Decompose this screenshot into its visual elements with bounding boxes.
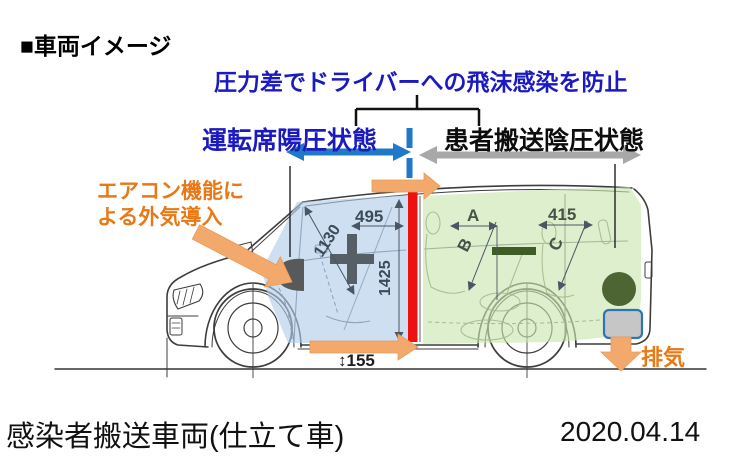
driver-zone-label: 運転席陽圧状態	[202, 127, 378, 155]
partition-bar	[408, 190, 418, 342]
patient-zone-arrow	[419, 146, 641, 164]
exhaust-port	[602, 308, 644, 340]
patient-zone-label: 患者搬送陰圧状態	[444, 127, 645, 155]
air-intake-label-line2: よる外気導入	[97, 206, 223, 229]
footer-date: 2020.04.14	[560, 416, 701, 447]
dim-rear-width: 415	[548, 205, 576, 224]
air-intake-arrow	[191, 224, 293, 288]
roof-airflow-arrow	[371, 172, 441, 200]
dim-seat-a: A	[467, 206, 479, 225]
air-intake-label-line1: エアコン機能に	[97, 180, 244, 203]
air-intake-label: エアコン機能に よる外気導入	[97, 179, 244, 231]
partition-vent-bar	[492, 247, 536, 255]
exhaust-label: 排気	[641, 345, 686, 370]
callout-bracket	[354, 95, 481, 126]
airflow-arrows	[191, 172, 643, 372]
page-title: ■車両イメージ	[20, 33, 172, 59]
dim-ground-clearance: ↕155	[338, 351, 375, 370]
exhaust-vent	[602, 272, 636, 306]
exhaust-arrow	[599, 336, 643, 372]
driver-zone-arrow	[286, 143, 411, 161]
footer-caption: 感染者搬送車両(仕立て車)	[6, 421, 345, 453]
partition-centerline	[406, 128, 413, 178]
dimension-lines	[304, 199, 593, 341]
dim-cab-width: 495	[355, 207, 383, 226]
pressure-callout: 圧力差でドライバーへの飛沫感染を防止	[214, 69, 628, 95]
dim-door-height: 1425	[377, 260, 394, 296]
floor-airflow-arrow	[309, 333, 419, 361]
